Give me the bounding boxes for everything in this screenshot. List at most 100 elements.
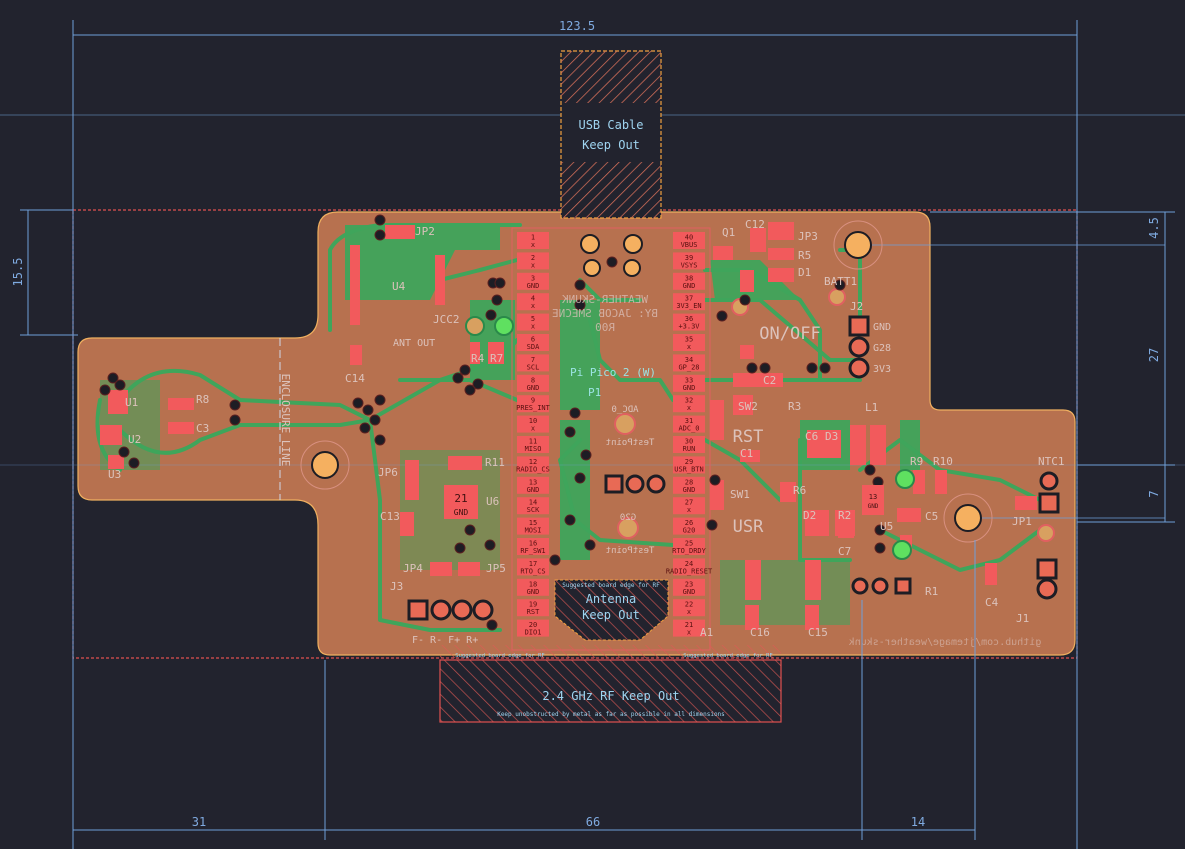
- via: [580, 449, 592, 461]
- smd-pad: [100, 425, 122, 445]
- mounting-hole[interactable]: [833, 220, 883, 270]
- pico-pin[interactable]: 35x: [673, 334, 705, 351]
- ref-batt1: BATT1: [824, 275, 857, 288]
- through-hole-pads[interactable]: [407, 315, 1060, 621]
- smd-pad: [385, 225, 415, 239]
- usr-label: USR: [733, 517, 764, 537]
- pico-pin-number: 16: [529, 540, 537, 548]
- pico-pin[interactable]: 36+3.3V: [673, 313, 705, 331]
- pico-pin[interactable]: 27x: [673, 497, 705, 515]
- mounting-hole[interactable]: [943, 493, 993, 543]
- j2-pin-gnd: GND: [873, 322, 891, 333]
- via: [584, 539, 596, 551]
- pico-pin[interactable]: 1x: [517, 232, 549, 249]
- ref-c4: C4: [985, 596, 999, 609]
- via: [746, 362, 758, 374]
- pico-pin-name: x: [687, 404, 691, 412]
- mounting-holes[interactable]: [300, 220, 993, 543]
- pico-pin-name: RTO_DRDY: [672, 547, 707, 555]
- pico-pin-number: 15: [529, 519, 537, 527]
- pico-pin-name: MOSI: [525, 527, 542, 535]
- ref-c16: C16: [750, 626, 770, 639]
- board-author: BY: JACOB SMECNE: [552, 307, 658, 320]
- smd-pad: [713, 246, 733, 260]
- pico-pin[interactable]: 32x: [673, 395, 705, 413]
- ref-jp3: JP3: [798, 230, 818, 243]
- j3-pin-labels: F- R- F+ R+: [412, 635, 478, 646]
- via: [564, 426, 576, 438]
- antenna-keepout-label-2: Keep Out: [582, 608, 640, 622]
- pico-pin[interactable]: 5x: [517, 313, 549, 331]
- mounting-hole[interactable]: [300, 440, 350, 490]
- pico-pin[interactable]: 21x: [673, 619, 705, 637]
- pico-pin-name: PRES_INT: [516, 404, 551, 412]
- pico-pin-number: 7: [531, 356, 535, 364]
- via: [374, 214, 386, 226]
- smd-pad: [488, 342, 504, 364]
- pico-pin[interactable]: 2x: [517, 252, 549, 270]
- pico-pin-name: GND: [683, 486, 696, 494]
- pico-pin-name: G20: [683, 527, 696, 535]
- pico-pin[interactable]: 4x: [517, 293, 549, 311]
- via: [454, 542, 466, 554]
- pico-pin[interactable]: 22x: [673, 599, 705, 617]
- ref-q1: Q1: [722, 226, 735, 239]
- ref-r11: R11: [485, 456, 505, 469]
- test-points[interactable]: [465, 288, 1055, 560]
- ant-out-label: ANT OUT: [393, 338, 435, 349]
- ref-ntc1: NTC1: [1038, 455, 1065, 468]
- ref-u4: U4: [392, 280, 406, 293]
- smd-pad: [870, 425, 886, 465]
- ref-c12: C12: [745, 218, 765, 231]
- tp-adc-label: ADC_0: [611, 405, 638, 415]
- via: [229, 399, 241, 411]
- pico-pin-number: 3: [531, 274, 535, 282]
- via: [485, 309, 497, 321]
- board-revision: R00: [595, 321, 615, 334]
- via: [574, 279, 586, 291]
- smd-pad: [935, 470, 947, 494]
- pico-pin-number: 35: [685, 336, 693, 344]
- ref-jp1: JP1: [1012, 515, 1032, 528]
- via: [459, 364, 471, 376]
- pico-pin-name: RTO_CS: [520, 567, 545, 575]
- pico-right-pin-column: 40VBUS39VSYS38GND373V3_EN36+3.3V35x34GP_…: [666, 232, 713, 637]
- pico-pin[interactable]: 10x: [517, 415, 549, 433]
- rst-label: RST: [733, 427, 764, 447]
- tp-g20-testpoint-label: TestPoint: [606, 546, 655, 556]
- pico-pin-number: 27: [685, 499, 693, 507]
- pico-pin-number: 21: [685, 621, 693, 629]
- pico-pin-name: RST: [527, 608, 540, 616]
- ref-u5: U5: [880, 520, 893, 533]
